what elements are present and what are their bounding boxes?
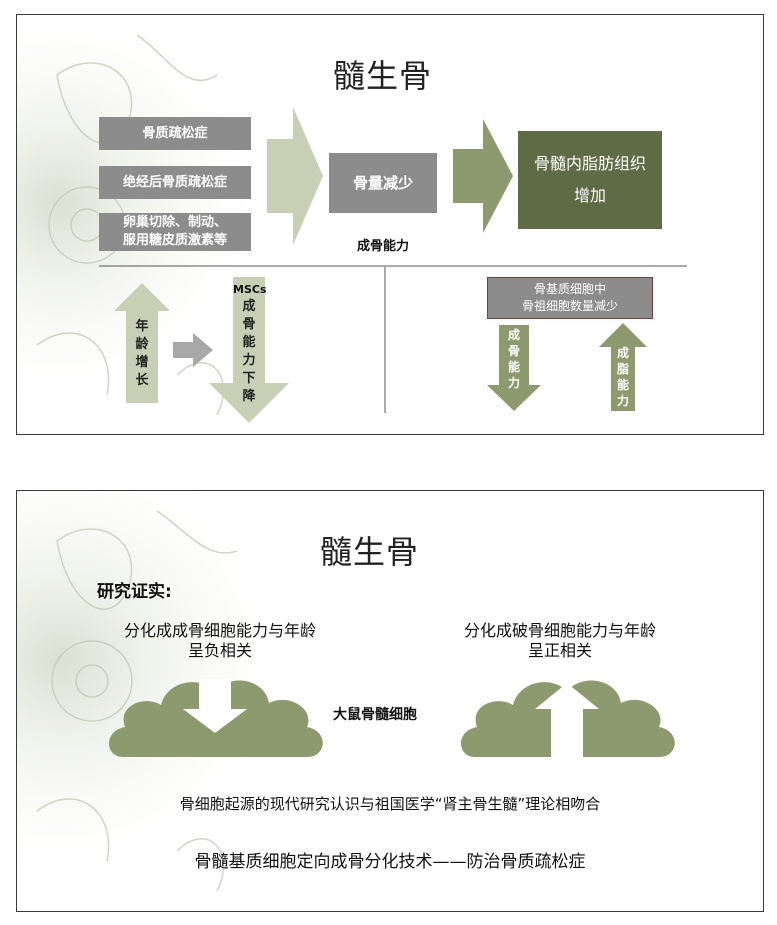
summary-line-1: 骨细胞起源的现代研究认识与祖国医学“肾主骨生髓”理论相吻合 — [179, 795, 601, 813]
cause-ovariectomy: 卵巢切除、制动、 服用糖皮质激素等 — [99, 213, 251, 251]
cloud-up-arrow — [461, 680, 675, 757]
research-heading: 研究证实: — [97, 582, 172, 602]
cloud-down-arrow — [109, 679, 323, 757]
adipo-up-label: 成 脂 能 力 — [616, 346, 629, 408]
slide-1: 髓生骨 骨质疏松症 绝经后骨质疏松症 卵巢切除、制动、 服用糖皮质激素等 骨量减… — [16, 14, 764, 435]
slide-2: 髓生骨 研究证实: 分化成成骨细胞能力与年龄 呈负相关 分化成破骨细胞能力与年龄… — [16, 490, 764, 912]
osteogenic-label: 成骨能力 — [357, 239, 410, 254]
bone-reduce-box: 骨量减少 — [329, 153, 437, 213]
cause-osteoporosis: 骨质疏松症 — [99, 117, 251, 150]
slide-title: 髓生骨 — [320, 533, 420, 571]
rat-bone-marrow-label: 大鼠骨髓细胞 — [333, 707, 417, 723]
age-increase-label: 年 龄 增 长 — [135, 319, 149, 388]
cause-arrow — [267, 107, 323, 245]
osteo-down-arrow — [487, 325, 541, 411]
negative-correlation-text: 分化成成骨细胞能力与年龄 呈负相关 — [123, 621, 316, 660]
mscs-decline-label: 成 骨 能 力 下 降 — [242, 299, 256, 404]
result-arrow — [453, 119, 513, 233]
divider-lines — [99, 265, 687, 413]
stromal-cell-box: 骨基质细胞中 骨祖细胞数量减少 — [487, 277, 653, 319]
cause-postmenopausal: 绝经后骨质疏松症 — [99, 166, 251, 199]
slide-title: 髓生骨 — [333, 57, 433, 95]
osteo-down-label: 成 骨 能 力 — [507, 328, 520, 390]
positive-correlation-text: 分化成破骨细胞能力与年龄 呈正相关 — [463, 621, 656, 660]
fat-increase-box: 骨髓内脂肪组织 增加 — [518, 131, 662, 229]
summary-line-2: 骨髓基质细胞定向成骨分化技术——防治骨质疏松症 — [194, 852, 586, 872]
age-up-arrow — [114, 283, 170, 403]
mscs-heading: MSCs — [233, 283, 267, 296]
msc-down-arrow — [209, 277, 289, 423]
age-to-msc-arrow — [173, 333, 213, 367]
adipo-up-arrow — [599, 323, 647, 411]
